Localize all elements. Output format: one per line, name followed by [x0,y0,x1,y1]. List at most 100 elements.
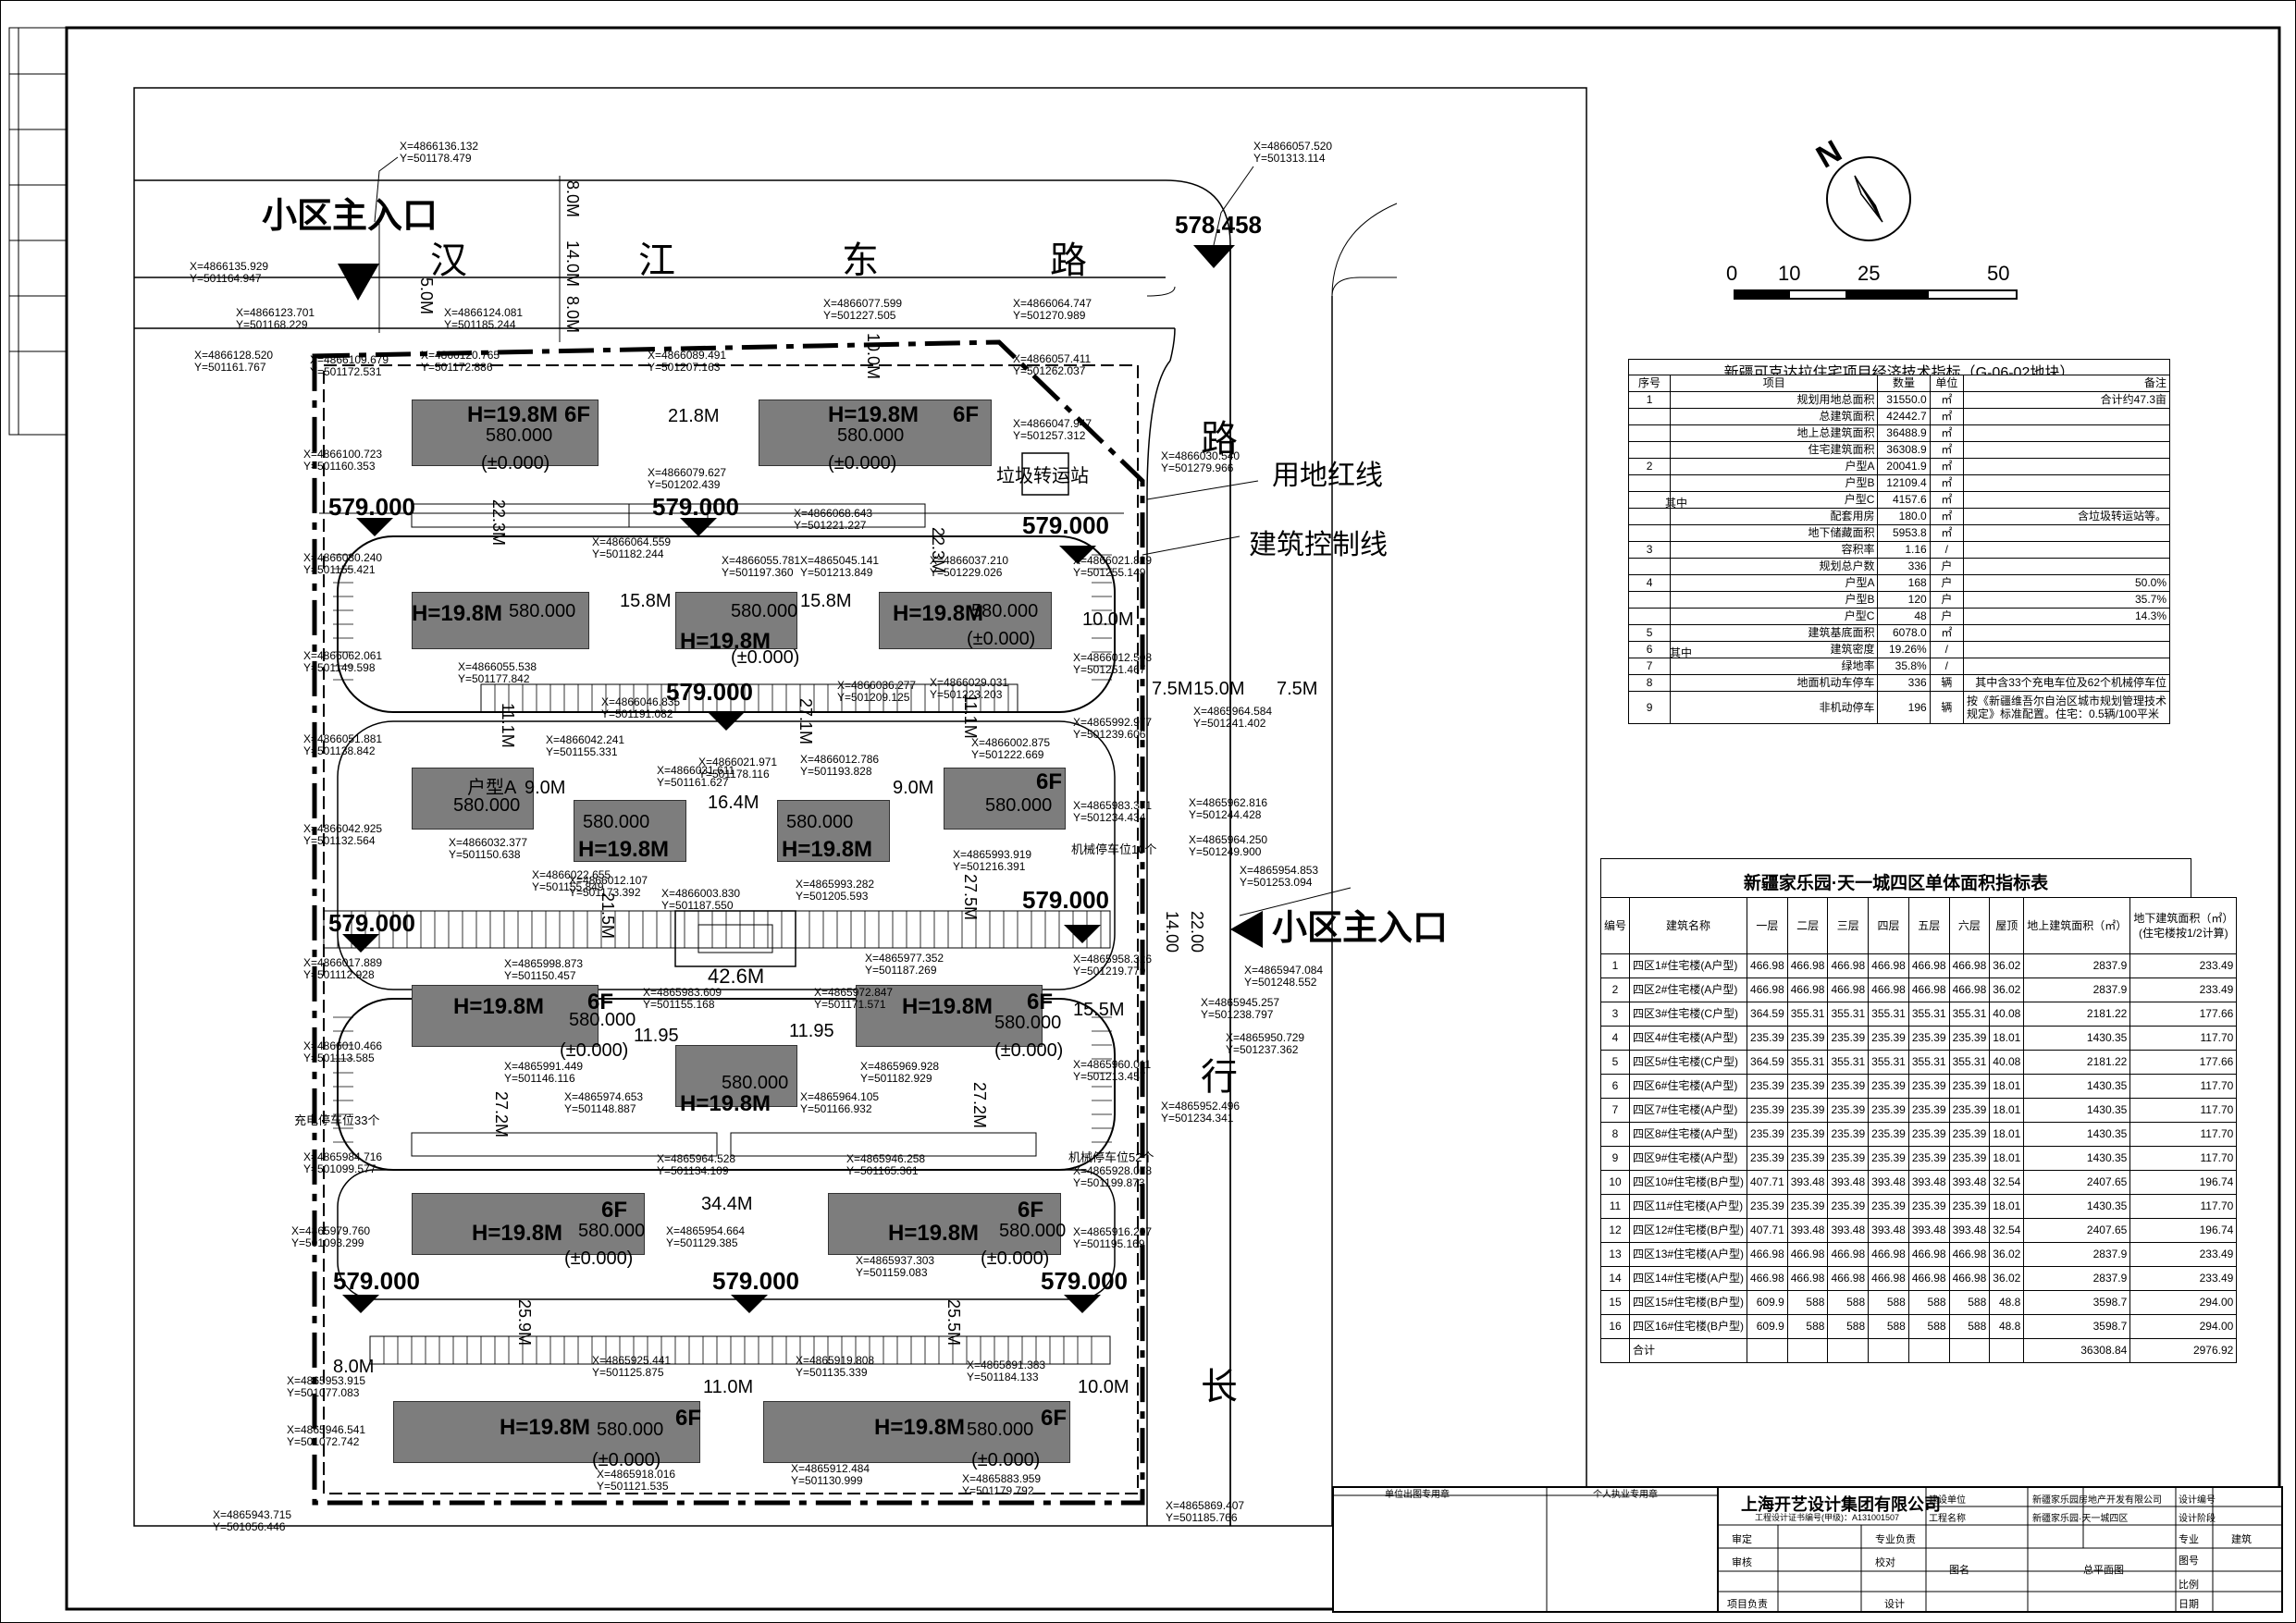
cell [1627,608,1672,625]
seal-label: 单位出图专用章 [1385,1490,1450,1500]
building-2 [759,400,992,466]
cell: 336 [1877,674,1931,692]
building-5 [879,592,1052,649]
cell [1962,641,2171,658]
cell: 393.48 [1786,1218,1829,1243]
building-6 [412,768,534,830]
coord-y: Y=501248.552 [1244,976,1317,989]
bld-elev: 580.000 [509,601,576,621]
cell: 235.39 [1948,1098,1991,1123]
cell: 18.01 [1989,1146,2025,1171]
bld-height: H=19.8M [680,629,772,654]
road-name-char: 江 [638,240,675,281]
cell: 168 [1877,574,1931,592]
cell: 1 [1627,391,1672,409]
coord-y: Y=501125.875 [592,1366,664,1379]
coord-y: Y=501205.593 [796,890,869,903]
cell: 235.39 [1827,1026,1870,1051]
header-cell: 数量 [1877,375,1931,392]
coord-x: X=4866021.829 [1073,554,1153,567]
cell: 建筑基底面积 [1670,624,1879,642]
coord-x: X=4866003.830 [661,887,741,900]
coord-y: Y=501112.928 [303,968,375,981]
cell: 18.01 [1989,1098,2025,1123]
coord-y: Y=501216.391 [953,860,1026,873]
dimension: 8.0M [333,1357,375,1377]
cell: 3598.7 [2023,1290,2131,1315]
cell: 117.70 [2129,1122,2238,1147]
tb-label: 审定 [1732,1534,1752,1545]
coord-x: X=4866080.240 [303,551,383,564]
cell: 466.98 [1868,1242,1909,1267]
coord-x: X=4865952.496 [1161,1100,1241,1113]
cell: 235.39 [1786,1122,1829,1147]
building-7 [574,800,686,862]
header-cell: 五层 [1907,897,1950,954]
bld-height: H=19.8M [893,601,984,626]
coord-x: X=4866042.241 [546,733,625,746]
cell: 6078.0 [1877,624,1931,642]
cell: 户 [1929,608,1964,625]
parking-note: 机械停车位10个 [1071,842,1157,856]
cell: 235.39 [1786,1026,1829,1051]
elevation-label: 579.000 [652,493,739,521]
bld-elev: 580.000 [999,1221,1067,1241]
cell: ㎡ [1929,524,1964,542]
cell: 588 [1948,1290,1991,1315]
bld-height: H=19.8M [902,994,994,1019]
coord-y: Y=501099.577 [303,1162,376,1175]
scale-tick: 25 [1858,262,1881,285]
coord-x: X=4865869.407 [1166,1499,1245,1512]
cell: 48 [1877,608,1931,625]
cell: 235.39 [1786,1098,1829,1123]
cell [1627,591,1672,609]
dimension: 7.5M [1152,679,1193,699]
dimension: 15.8M [800,591,852,611]
cell: 2 [1627,458,1672,475]
bld-height: H=19.8M [680,1091,772,1116]
coord-x: X=4865964.584 [1193,705,1273,718]
cell: 466.98 [1948,977,1991,1002]
table-header: 编号 建筑名称 一层 二层 三层 四层 五层 六层 屋顶 地上建筑面积（㎡） 地… [1599,897,2238,954]
header-cell: 项目 [1670,375,1879,392]
cell: 466.98 [1786,1266,1829,1291]
cell: 609.9 [1747,1314,1788,1339]
garbage-station-label: 垃圾转运站 [996,466,1089,486]
dimension: 21.8M [668,406,720,426]
cell: 393.48 [1907,1170,1950,1195]
coord-y: Y=501255.149 [1073,566,1146,579]
coord-y: Y=501199.873 [1073,1176,1145,1189]
bld-height: H=19.8M [500,1415,591,1440]
cell: 355.31 [1827,1002,1870,1027]
dimension: 27.2M [492,1091,511,1138]
cell: 辆 [1929,691,1964,724]
cell: 四区2#住宅楼(A户型) [1629,977,1748,1002]
bld-elev: 580.000 [569,1010,636,1030]
cell: 466.98 [1907,953,1950,978]
bld-elev: 580.000 [994,1013,1062,1033]
coord-y: Y=501161.767 [194,361,266,374]
elevation-label: 579.000 [712,1267,799,1295]
coord-y: Y=501149.598 [303,661,376,674]
cell: 117.70 [2129,1098,2238,1123]
tb-value: 新疆家乐园·天一城四区 [2032,1514,2129,1524]
